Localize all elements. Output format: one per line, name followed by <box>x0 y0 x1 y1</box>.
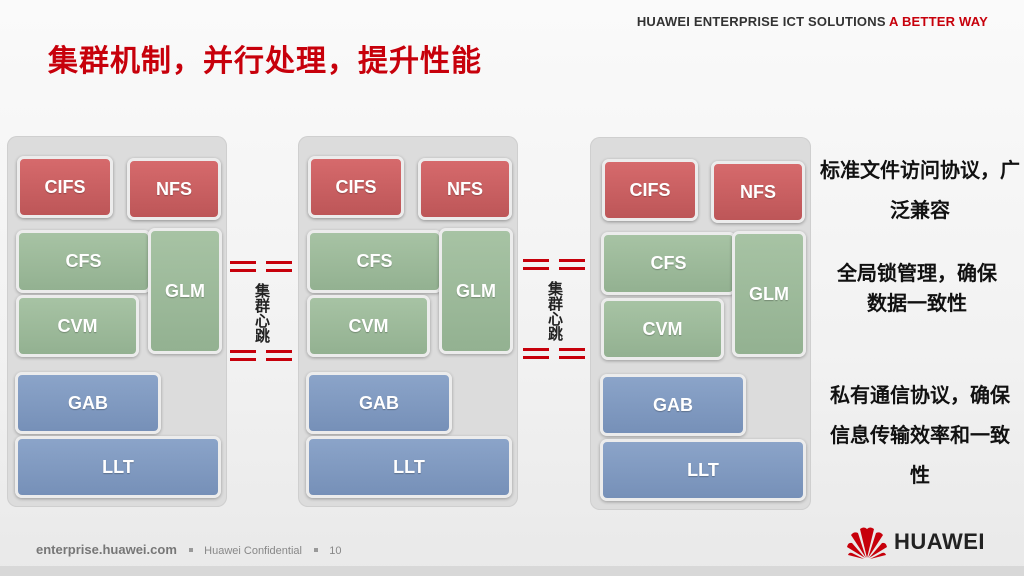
heartbeat-lines-top <box>523 259 585 271</box>
huawei-flower-icon <box>847 527 887 559</box>
footer-confidential: Huawei Confidential <box>204 545 302 557</box>
desc-protocols: 标准文件访问协议，广泛兼容 <box>820 158 1020 222</box>
llt-block: LLT <box>306 436 512 498</box>
llt-block: LLT <box>600 439 806 501</box>
footer-separator-dot <box>188 548 193 552</box>
logo-wordmark: HUAWEI <box>894 529 985 554</box>
header-company: HUAWEI ENTERPRISE ICT SOLUTIONS <box>636 14 886 29</box>
gab-block: GAB <box>15 372 161 434</box>
footer-site: enterprise.huawei.com <box>36 542 177 557</box>
glm-block: GLM <box>148 228 222 354</box>
heartbeat-link-2: 集群心跳 <box>523 259 585 369</box>
gab-block: GAB <box>306 372 452 434</box>
desc-comm: 私有通信协议，确保信息传输效率和一致性 <box>830 383 1010 487</box>
cvm-block: CVM <box>601 298 724 360</box>
cifs-block: CIFS <box>308 156 404 218</box>
heartbeat-lines-bottom <box>523 348 585 360</box>
header-bar: HUAWEI ENTERPRISE ICT SOLUTIONS A BETTER… <box>637 14 988 29</box>
cluster-node-3: CIFS NFS CFS GLM CVM GAB LLT <box>590 137 811 510</box>
heartbeat-link-1: 集群心跳 <box>230 261 292 371</box>
glm-block: GLM <box>439 228 513 354</box>
footer-separator-dot <box>313 548 318 552</box>
heartbeat-label: 集群心跳 <box>253 283 271 343</box>
gab-block: GAB <box>600 374 746 436</box>
footer-page-number: 10 <box>329 545 342 557</box>
cvm-block: CVM <box>307 295 430 357</box>
glm-block: GLM <box>732 231 806 357</box>
footer: enterprise.huawei.com Huawei Confidentia… <box>36 542 341 557</box>
llt-block: LLT <box>15 436 221 498</box>
slide-title: 集群机制，并行处理，提升性能 <box>48 44 482 79</box>
cfs-block: CFS <box>307 230 442 293</box>
nfs-block: NFS <box>418 158 512 220</box>
nfs-block: NFS <box>711 161 805 223</box>
cfs-block: CFS <box>601 232 736 295</box>
cluster-node-2: CIFS NFS CFS GLM CVM GAB LLT <box>298 136 518 507</box>
cifs-block: CIFS <box>602 159 698 221</box>
cvm-block: CVM <box>16 295 139 357</box>
cluster-node-1: CIFS NFS CFS GLM CVM GAB LLT <box>7 136 227 507</box>
bottom-bar <box>0 566 1024 576</box>
heartbeat-lines-bottom <box>230 350 292 362</box>
header-tagline: A BETTER WAY <box>889 14 988 29</box>
cfs-block: CFS <box>16 230 151 293</box>
heartbeat-label: 集群心跳 <box>546 281 564 341</box>
desc-lock: 全局锁管理，确保数据一致性 <box>837 261 997 315</box>
huawei-logo: HUAWEI <box>846 524 985 560</box>
nfs-block: NFS <box>127 158 221 220</box>
cifs-block: CIFS <box>17 156 113 218</box>
heartbeat-lines-top <box>230 261 292 273</box>
